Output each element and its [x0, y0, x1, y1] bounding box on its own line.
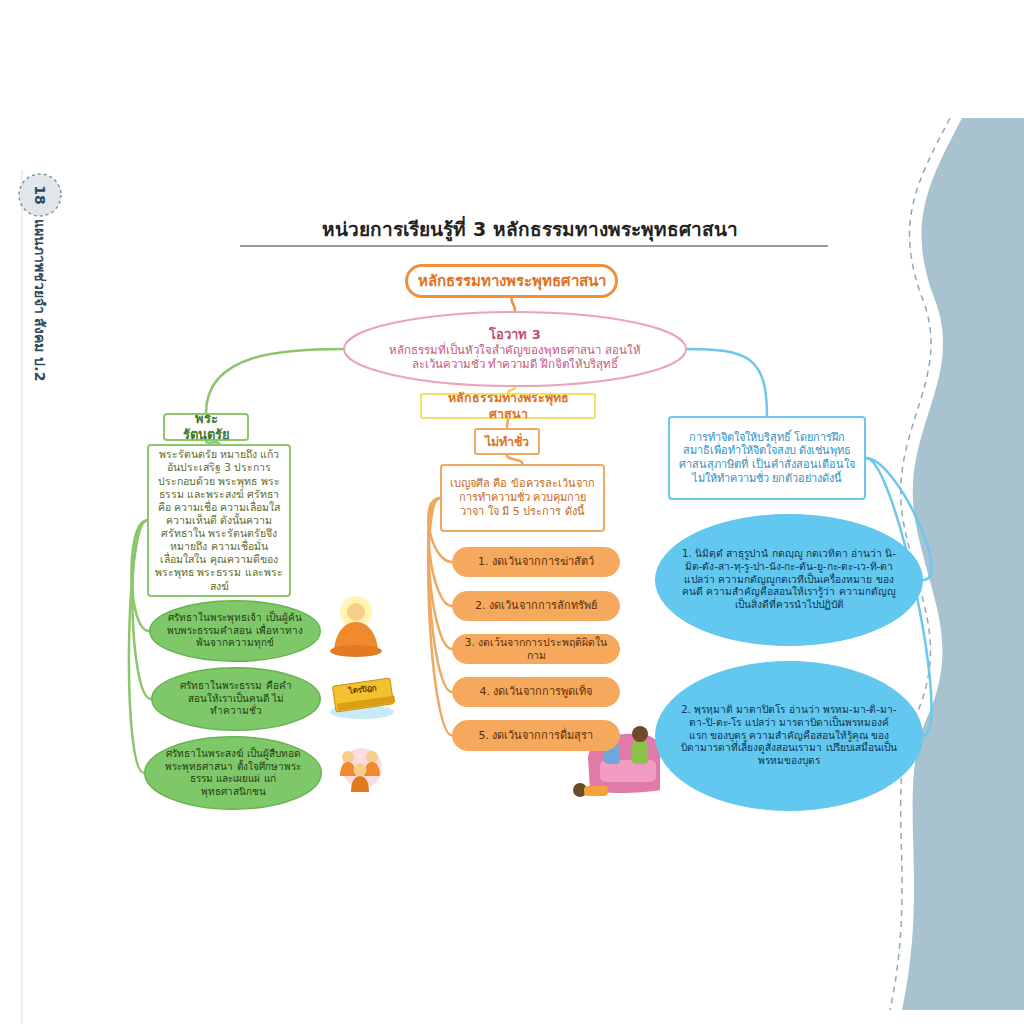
faith-ellipse: ศรัทธาในพระสงฆ์ เป็นผู้สืบทอดพระพุทธศาสน…	[144, 736, 322, 810]
root-pill: หลักธรรมทางพระพุทธศาสนา	[405, 264, 618, 298]
node-text: หลักธรรมที่เป็นหัวใจสำคัญของพุทธศาสนา สอ…	[377, 343, 653, 372]
node-text: 4. งดเว้นจากการพูดเท็จ	[480, 685, 593, 699]
topic-box: พระรัตนตรัย	[163, 413, 249, 441]
connector-line	[512, 298, 516, 311]
node-heading: โอวาท 3	[489, 327, 541, 343]
precept-pill: 2. งดเว้นจากการลักทรัพย์	[452, 591, 620, 621]
node-text: 2. พฺรหฺมาติ มาตาปิตโร อ่านว่า พรหม-มา-ต…	[681, 704, 897, 768]
page-number: 18	[31, 175, 49, 215]
faith-ellipse: ศรัทธาในพระธรรม คือคำสอนให้เราเป็นคนดี ไ…	[151, 667, 321, 731]
page-number-circle	[19, 174, 61, 216]
ellipse-shape	[150, 601, 321, 662]
node-text: เบญจศีล คือ ข้อควรละเว้นจาก การทำความชั่…	[448, 477, 597, 518]
node-text: 1. นิมิตฺตํ สาธุรูปานํ กตญฺญู กตเวทิตา อ…	[681, 548, 897, 612]
node-text: 5. งดเว้นจากการดื่มสุรา	[479, 729, 594, 743]
ellipse-shape	[152, 668, 321, 731]
branch-box: หลักธรรมทางพระพุทธศาสนา	[420, 393, 596, 419]
proverb-ellipse: 2. พฺรหฺมาติ มาตาปิตโร อ่านว่า พรหม-มา-ต…	[655, 661, 923, 811]
connector-line	[428, 498, 452, 736]
monks-illustration	[340, 748, 382, 792]
node-text: 3. งดเว้นจากการประพฤติผิดในกาม	[461, 636, 611, 662]
connector-line	[206, 349, 343, 413]
book-illustration	[330, 678, 395, 719]
topic-box: ไม่ทำชั่ว	[474, 428, 540, 455]
precept-pill: 4. งดเว้นจากการพูดเท็จ	[452, 677, 620, 707]
proverb-ellipse: 1. นิมิตฺตํ สาธุรูปานํ กตญฺญู กตเวทิตา อ…	[655, 514, 923, 646]
ellipse-shape	[344, 312, 686, 386]
principle-ellipse: โอวาท 3หลักธรรมที่เป็นหัวใจสำคัญของพุทธศ…	[343, 311, 687, 387]
running-header: แผนภาพช่วยจำ สังคม ป.2	[30, 205, 50, 395]
connector-line	[687, 349, 767, 416]
faith-ellipse: ศรัทธาในพระพุทธเจ้า เป็นผู้ค้นพบพระธรรมค…	[149, 600, 321, 662]
node-text: พระรัตนตรัย	[173, 411, 239, 444]
node-text: การทำจิตใจให้บริสุทธิ์ โดยการฝึกสมาธิเพื…	[676, 431, 858, 486]
precept-pill: 3. งดเว้นจากการประพฤติผิดในกาม	[452, 634, 620, 664]
diagram-title: หน่วยการเรียนรู้ที่ 3 หลักธรรมทางพระพุทธ…	[260, 214, 800, 244]
node-text: พระรัตนตรัย หมายถึง แก้วอันประเสริฐ 3 ปร…	[154, 448, 284, 592]
description-box: พระรัตนตรัย หมายถึง แก้วอันประเสริฐ 3 ปร…	[147, 444, 291, 597]
node-text: ไม่ทำชั่ว	[485, 434, 529, 450]
ellipse-shape	[145, 737, 322, 810]
node-text: 2. งดเว้นจากการลักทรัพย์	[475, 599, 597, 613]
node-text: ศรัทธาในพระพุทธเจ้า เป็นผู้ค้นพบพระธรรมค…	[165, 612, 305, 650]
buddha-illustration	[330, 596, 382, 657]
connector-line	[129, 521, 147, 774]
precept-pill: 1. งดเว้นจากการฆ่าสัตว์	[452, 547, 620, 577]
node-text: ศรัทธาในพระธรรม คือคำสอนให้เราเป็นคนดี ไ…	[171, 680, 301, 718]
node-text: หลักธรรมทางพระพุทธศาสนา	[430, 390, 586, 421]
description-box: เบญจศีล คือ ข้อควรละเว้นจาก การทำความชั่…	[440, 464, 605, 532]
node-text: 1. งดเว้นจากการฆ่าสัตว์	[478, 555, 594, 569]
side-panel	[902, 118, 1024, 1010]
connector-line	[507, 455, 523, 464]
node-text: ศรัทธาในพระสงฆ์ เป็นผู้สืบทอดพระพุทธศาสน…	[160, 748, 306, 798]
ellipse-shape	[656, 662, 923, 811]
title-underline	[240, 245, 828, 247]
margin-line	[22, 170, 23, 1024]
description-box: การทำจิตใจให้บริสุทธิ์ โดยการฝึกสมาธิเพื…	[668, 416, 866, 500]
ellipse-shape	[656, 515, 923, 646]
precept-pill: 5. งดเว้นจากการดื่มสุรา	[452, 720, 620, 751]
node-text: หลักธรรมทางพระพุทธศาสนา	[418, 272, 606, 291]
